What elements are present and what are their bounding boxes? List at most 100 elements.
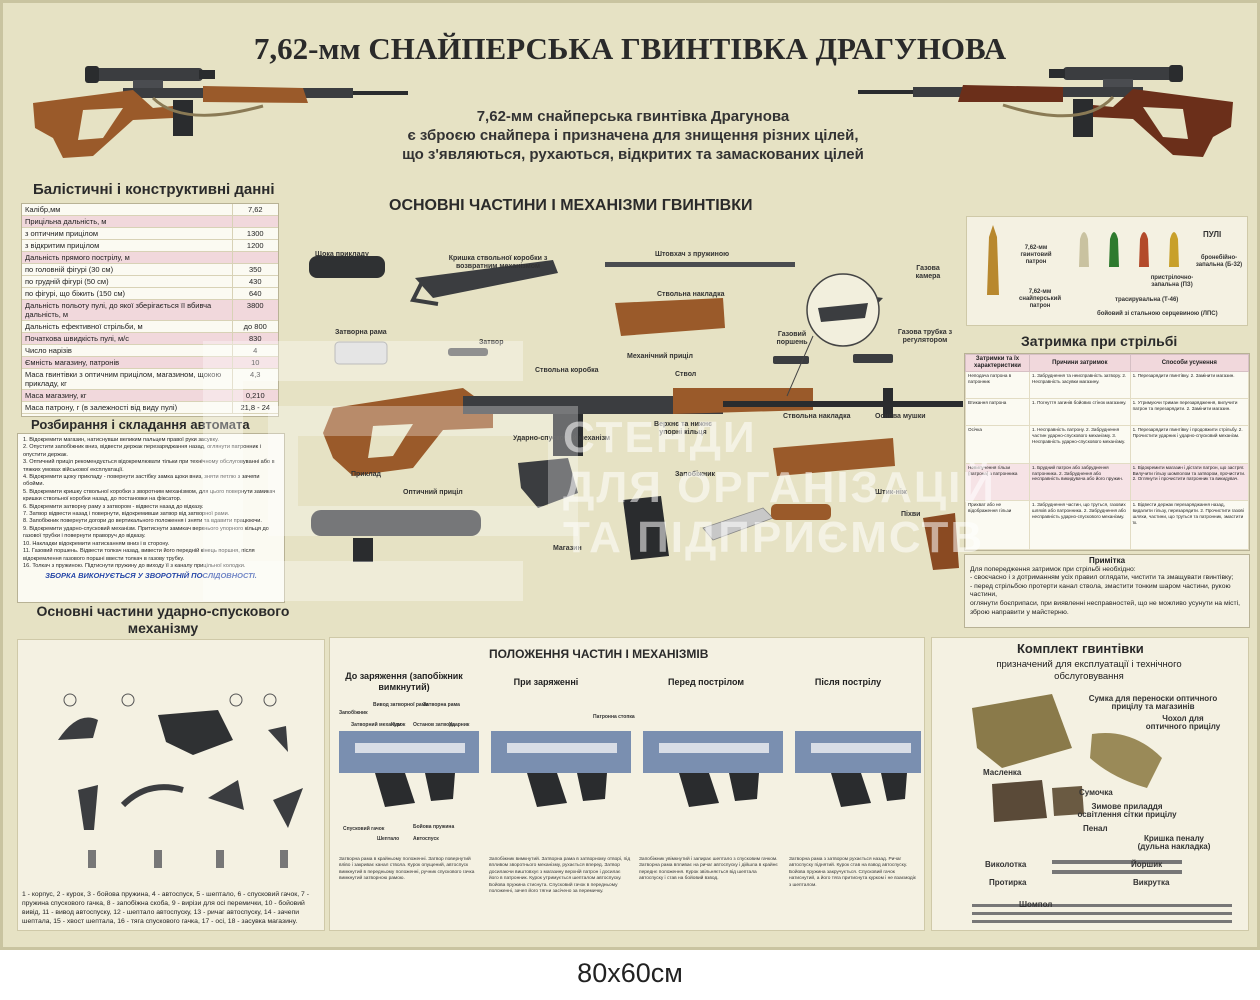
kit-label-punch: Виколотка bbox=[985, 860, 1027, 869]
intro-line-3: що з'являються, рухаються, відкритих та … bbox=[402, 146, 864, 163]
label-bullet-tracer: трасирувальна (Т-46) bbox=[1115, 297, 1179, 303]
disassembly-title: Розбирання і складання автомата bbox=[31, 417, 250, 432]
label-bullet-ap: бронебійно-запальна (Б-32) bbox=[1195, 255, 1243, 268]
delay-fix: 1. Відокремити магазин і дістати патрон,… bbox=[1129, 462, 1250, 502]
parts-illustration bbox=[309, 256, 963, 570]
disassembly-step: 11. Газовий поршень. Відвести толкач наз… bbox=[23, 548, 255, 562]
delay-type: Невилучення гільзи (патрона) з патронник… bbox=[965, 462, 1030, 502]
ballistics-label: Число нарізів bbox=[22, 344, 232, 357]
pos-label-safety: Запобіжник bbox=[339, 710, 368, 716]
ballistics-label: Калібр,мм bbox=[22, 204, 232, 216]
ballistics-row: Дальність польоту пулі, до якої зберігає… bbox=[22, 299, 278, 321]
pos-label-striker: Ударник bbox=[449, 722, 470, 728]
kit-label-driver: Викрутка bbox=[1133, 878, 1170, 887]
ballistics-value: 830 bbox=[231, 332, 278, 345]
delay-fix: 1. Відвести держак перезаряджання назад,… bbox=[1129, 500, 1250, 550]
disassembly-step: 5. Відокремити кришку ствольної коробки … bbox=[23, 488, 276, 503]
delays-header-1: Затримки та їх характеристики bbox=[965, 354, 1030, 372]
label-piston: Газовий поршень bbox=[776, 331, 808, 346]
label-cover: Кришка ствольної коробки з возвратним ме… bbox=[448, 255, 548, 270]
kit-subtitle: призначений для експлуатації і технічног… bbox=[996, 659, 1182, 682]
label-stock: Приклад bbox=[351, 471, 381, 478]
stage-2-title: При заряженні bbox=[513, 677, 579, 687]
ballistics-value: 0,210 bbox=[231, 389, 278, 402]
ballistics-label: по фігурі, що біжить (150 см) bbox=[22, 287, 232, 300]
ballistics-label: по головній фігурі (30 см) bbox=[22, 263, 232, 276]
delay-cause: 1. Забруднення та неисправність затвору.… bbox=[1029, 371, 1131, 399]
ballistics-value: 640 bbox=[231, 287, 278, 300]
ballistics-row: по фігурі, що біжить (150 см)640 bbox=[22, 287, 278, 300]
label-cartridge-sniper: 7,62-мм снайперський патрон bbox=[1018, 289, 1062, 309]
delays-header-2: Причини затримок bbox=[1029, 354, 1131, 372]
trigger-parts-illustration bbox=[58, 693, 303, 868]
delay-fix: 1. Перезарядити гвинтівку і продовжити с… bbox=[1129, 425, 1250, 464]
delay-cause: 1. Несправність патрону. 2. Забруднення … bbox=[1029, 425, 1131, 464]
label-bayonet: Штик-ніж bbox=[875, 489, 907, 496]
pos-label-cartridges: Патронна стопка bbox=[593, 714, 635, 720]
disassembly-step: 2. Опустити запобіжник вниз, відвести де… bbox=[23, 444, 261, 458]
kit-label-wiper: Протирка bbox=[989, 878, 1027, 887]
disassembly-step: 4. Відокремити щоку прикладу - повернути… bbox=[23, 474, 260, 488]
delays-table: Затримки та їх характеристики Причини за… bbox=[964, 353, 1250, 551]
ballistics-value: 350 bbox=[231, 263, 278, 276]
label-rear-sight: Механічний приціл bbox=[627, 353, 693, 360]
stage-2-text: Запобіжник вимкнутий. Затворна рама в за… bbox=[489, 857, 631, 895]
kit-label-bag: Сумка для переноски оптичного прицілу та… bbox=[1088, 694, 1218, 711]
note-line-2: - своєчасно і з дотриманням усіх правил … bbox=[970, 574, 1234, 582]
trigger-title: Основні частини ударно-спускового механі… bbox=[36, 603, 290, 636]
ballistics-value bbox=[231, 215, 278, 228]
stage-1-title: До заряження (запобіжник вимкнутий) bbox=[345, 671, 463, 692]
stage-1-text: Затворна рама в крайньому положенні. Зат… bbox=[339, 857, 475, 882]
kit-label-light: Зимове приладдя освітлення сітки прицілу bbox=[1077, 802, 1177, 819]
size-caption: 80x60см bbox=[577, 958, 683, 988]
delay-type: Осічка bbox=[965, 425, 1030, 464]
note-title: Примітка bbox=[1088, 556, 1126, 565]
ballistics-value: до 800 bbox=[231, 320, 278, 333]
stage-3-title: Перед пострілом bbox=[667, 677, 745, 687]
pos-label-trigger: Спусковий гачок bbox=[343, 826, 385, 832]
bullets-panel: ПУЛІ 7,62-мм гвинтовий патрон 7,62-мм сн… bbox=[966, 216, 1248, 326]
stage-4-text: Затворна рама з затвором рухається назад… bbox=[789, 857, 917, 888]
intro-text: 7,62-мм снайперська гвинтівка Драгунова … bbox=[383, 107, 883, 164]
bullets-title: ПУЛІ bbox=[1203, 230, 1222, 239]
kit-panel bbox=[931, 637, 1249, 931]
disassembly-step: 10. Накладки відокремити натисканням вни… bbox=[23, 540, 170, 547]
label-cartridge-rifle: 7,62-мм гвинтовий патрон bbox=[1020, 245, 1052, 265]
pos-label-carrier-lug: Вивод затворної рами bbox=[373, 702, 429, 708]
label-rings: Верхнє та нижнє упорні кільця bbox=[654, 421, 712, 436]
cartridges-illustration bbox=[987, 225, 1179, 295]
parts-title: ОСНОВНІ ЧАСТИНИ І МЕХАНІЗМИ ГВИНТІВКИ bbox=[389, 197, 753, 214]
label-handguard-2: Ствольна накладка bbox=[783, 413, 851, 420]
delay-cause: 1. Забруднення частин, що труться, газов… bbox=[1029, 500, 1131, 550]
ballistics-row: Прицільна дальність, м bbox=[22, 215, 278, 228]
ballistics-label: Прицільна дальність, м bbox=[22, 215, 232, 228]
ballistics-label: з відкритим прицілом bbox=[22, 239, 232, 252]
ballistics-label: Початкова швидкість пулі, м/с bbox=[22, 332, 232, 345]
ballistics-row: Маса гвинтівки з оптичним прицілом, мага… bbox=[22, 368, 278, 390]
label-scabbard: Піхви bbox=[901, 511, 921, 518]
pos-label-bolt-stop: Останов затвора bbox=[413, 722, 455, 728]
kit-label-rod: Шомпол bbox=[1019, 900, 1053, 909]
ballistics-row: по грудній фігурі (50 см)430 bbox=[22, 275, 278, 288]
label-bullet-steel: бойовий зі стальною серцевиною (ЛПС) bbox=[1097, 311, 1218, 317]
disassembly-step: 3. Оптичний приціл рекомендується відокр… bbox=[23, 459, 275, 473]
ballistics-label: по грудній фігурі (50 см) bbox=[22, 275, 232, 288]
ballistics-label: Дальність польоту пулі, до якої зберігає… bbox=[22, 299, 232, 321]
ballistics-row: по головній фігурі (30 см)350 bbox=[22, 263, 278, 276]
kit-illustration bbox=[972, 694, 1232, 923]
ballistics-value bbox=[231, 251, 278, 264]
ballistics-value: 7,62 bbox=[231, 204, 278, 216]
delay-type: Неподача патрона в патронник bbox=[965, 371, 1030, 399]
label-bullet-api: пристрілочно-запальна (ПЗ) bbox=[1150, 275, 1194, 288]
ballistics-label: Маса патрону, г (в залежності від виду п… bbox=[22, 401, 232, 414]
rifle-illustration-left bbox=[33, 66, 408, 158]
pos-label-spring: Бойова пружина bbox=[413, 824, 455, 830]
note-line-4: оглянути боєприпаси, при виявленні неспр… bbox=[970, 599, 1241, 616]
